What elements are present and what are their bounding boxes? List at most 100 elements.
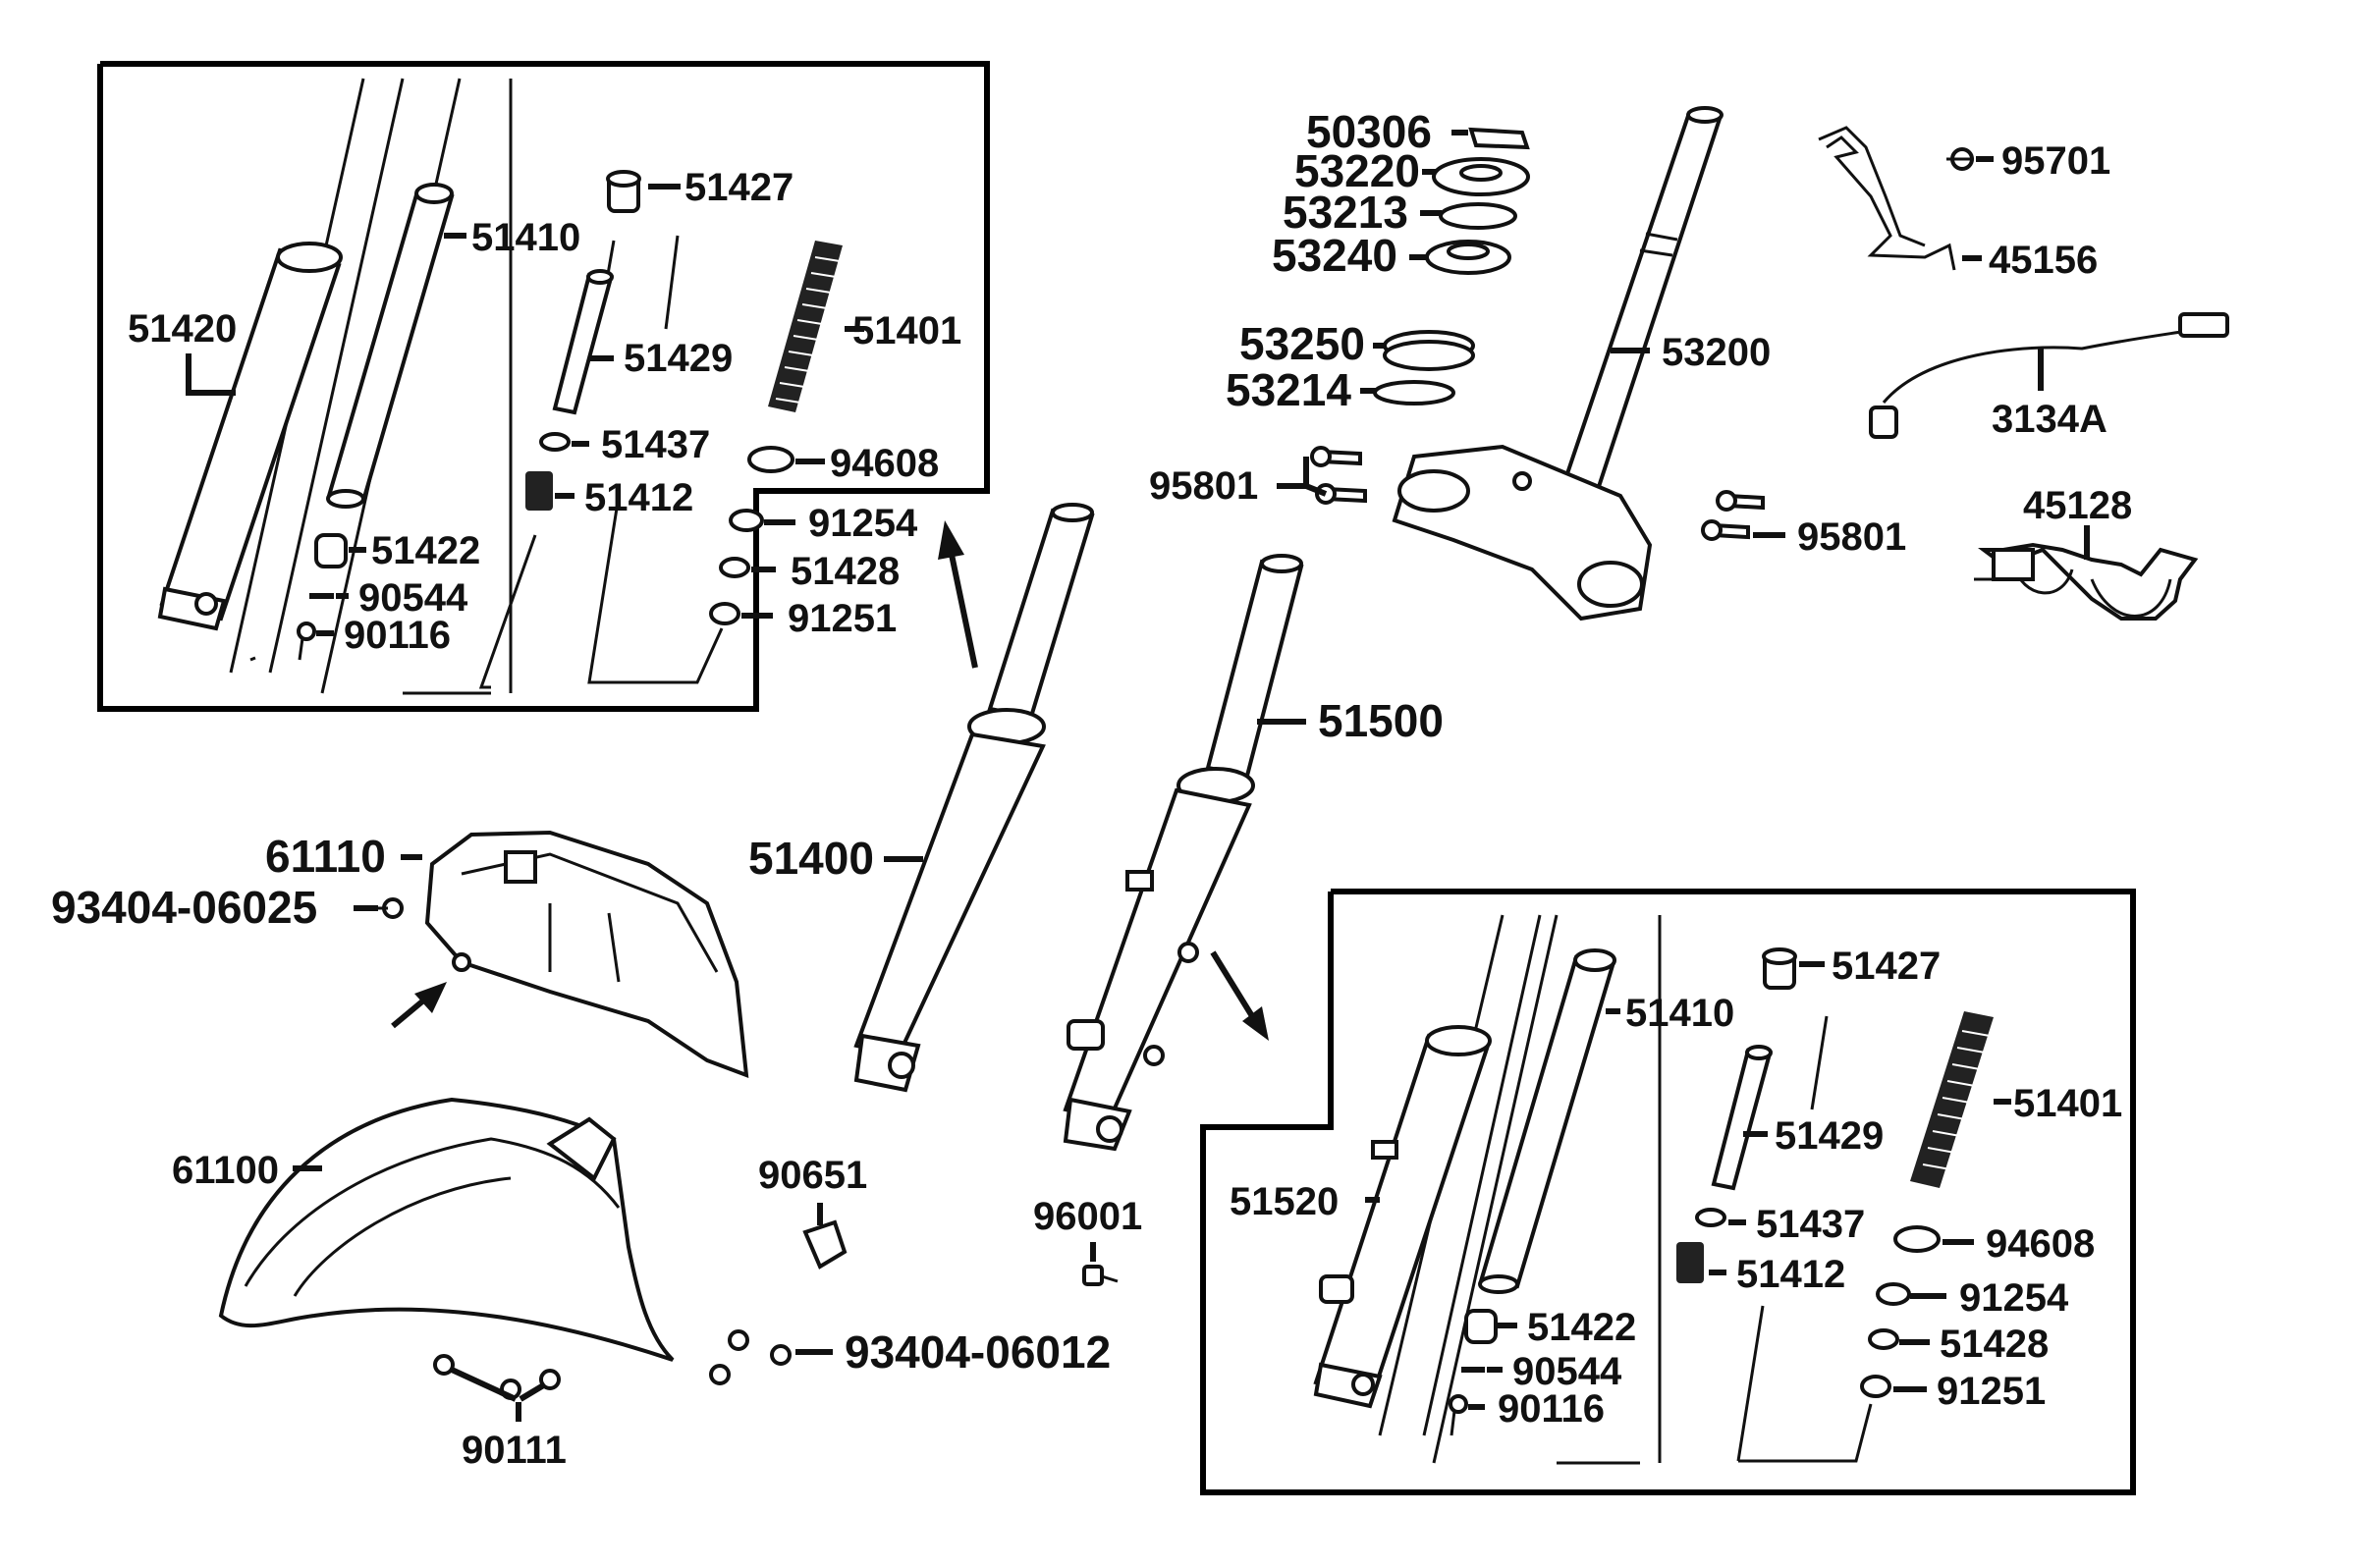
detail-box-right-fork: 51427 51410 51429 51401 51520 51437 9460… [1200,889,2136,1495]
part-51428-washer [1868,1328,1899,1350]
arrow-to-left-box [938,520,978,669]
part-51410-inner-tube [320,78,513,694]
part-53220-race [1432,157,1530,196]
part-53214-bearing [1373,380,1455,406]
part-93404-06025-screw [378,897,404,919]
label-95801-right: 95801 [1797,515,1906,559]
label-51428: 51428 [791,550,900,593]
label-53220: 53220 [1294,145,1420,196]
label-3134A: 3134A [1992,398,2107,441]
part-53240-race [1425,240,1511,275]
label-90544: 90544 [358,576,468,620]
part-53200-steering-stem [1392,106,1724,622]
part-93404-06012-screws [709,1329,792,1385]
part-51401-spring [1910,1011,1994,1188]
part-95801-bolts-left [1310,446,1367,505]
part-51412-spring [1676,1242,1704,1283]
label-51401: 51401 [852,309,961,352]
label-93404-06012: 93404-06012 [845,1326,1111,1378]
part-3134A-sensor [1869,312,2229,439]
part-51422-bush [1464,1309,1498,1344]
label-53250: 53250 [1239,318,1365,369]
part-51412-spring [525,471,553,511]
part-51520-outer-tube [1313,914,1542,1436]
label-90111: 90111 [462,1429,567,1472]
detail-box-left-fork: 51420 51410 51427 51429 51401 51437 9460… [97,61,990,712]
label-51429: 51429 [624,337,733,380]
label-51500: 51500 [1318,695,1444,746]
part-91251-washer [709,602,740,625]
part-51400-left-fork-leg [853,503,1095,1093]
label-51428: 51428 [1940,1323,2049,1366]
label-51437: 51437 [601,423,710,466]
part-53250-race [1383,330,1475,371]
label-50306: 50306 [1306,106,1432,157]
steering-assembly: 50306 53220 53213 53240 53250 53214 5320… [1149,106,1906,622]
part-94608-washer [747,446,794,473]
label-51520: 51520 [1230,1180,1339,1223]
label-95801-left: 95801 [1149,464,1258,508]
label-51400: 51400 [748,833,874,884]
part-96001-screw [1082,1265,1119,1286]
label-91251: 91251 [1937,1370,2046,1413]
part-90111-screws [433,1354,561,1422]
label-51410: 51410 [1625,992,1734,1035]
label-90651: 90651 [758,1154,867,1197]
part-51420-outer-tube [157,78,405,674]
part-51428-washer [719,557,750,578]
label-53200: 53200 [1662,331,1771,374]
label-90116: 90116 [344,614,451,657]
label-51412: 51412 [1736,1253,1845,1296]
label-51429: 51429 [1775,1114,1884,1158]
part-95701-screw [1946,147,1974,171]
label-51427: 51427 [1832,945,1941,988]
label-91254: 91254 [1959,1276,2069,1320]
label-53240: 53240 [1272,230,1397,281]
label-94608: 94608 [830,442,939,485]
label-51422: 51422 [1527,1306,1636,1349]
part-95801-bolts-right [1701,490,1765,541]
label-51401: 51401 [2013,1082,2122,1125]
arrow-to-right-box [1210,950,1269,1041]
label-61100: 61100 [172,1149,279,1192]
part-91251-washer [1860,1375,1891,1398]
part-50306-nut [1468,127,1530,150]
part-90651-clip [802,1219,848,1270]
label-45156: 45156 [1989,239,2098,282]
part-51422-bush [314,533,348,568]
label-95701: 95701 [2001,139,2110,183]
part-51427-cap [606,170,680,330]
label-51412: 51412 [584,476,693,519]
part-51410-inner-tube [1432,914,1662,1464]
label-61110: 61110 [265,831,386,882]
part-61100-front-fender [218,1097,675,1362]
label-93404-06025: 93404-06025 [51,882,317,933]
arrow-to-inner-cover [391,982,447,1029]
part-51401-spring [768,241,843,412]
part-94608-washer [1893,1225,1941,1253]
part-90116-bolt [297,622,316,661]
label-53214: 53214 [1226,364,1351,415]
part-51500-right-fork-leg [1063,554,1304,1152]
label-51427: 51427 [684,166,793,209]
label-94608: 94608 [1986,1222,2095,1266]
label-53213: 53213 [1283,187,1408,238]
label-91254: 91254 [808,502,918,545]
part-91254-washer [1876,1282,1911,1306]
part-51429-damper-rod [552,240,616,415]
label-91251: 91251 [788,597,897,640]
label-51410: 51410 [471,216,580,259]
part-91254-washer [729,509,764,532]
label-51437: 51437 [1756,1203,1865,1246]
part-45156-cable-guide [1818,126,1956,271]
part-51429-damper-rod [1711,1045,1773,1191]
label-51422: 51422 [371,529,480,572]
label-90116: 90116 [1498,1387,1605,1431]
label-90544: 90544 [1512,1350,1622,1393]
label-45128: 45128 [2023,484,2132,527]
cable-and-sensor-parts: 95701 45156 3134A 45128 [1818,126,2229,621]
label-51420: 51420 [128,307,237,351]
part-61110-inner-cover [424,830,749,1079]
label-96001: 96001 [1033,1195,1142,1238]
